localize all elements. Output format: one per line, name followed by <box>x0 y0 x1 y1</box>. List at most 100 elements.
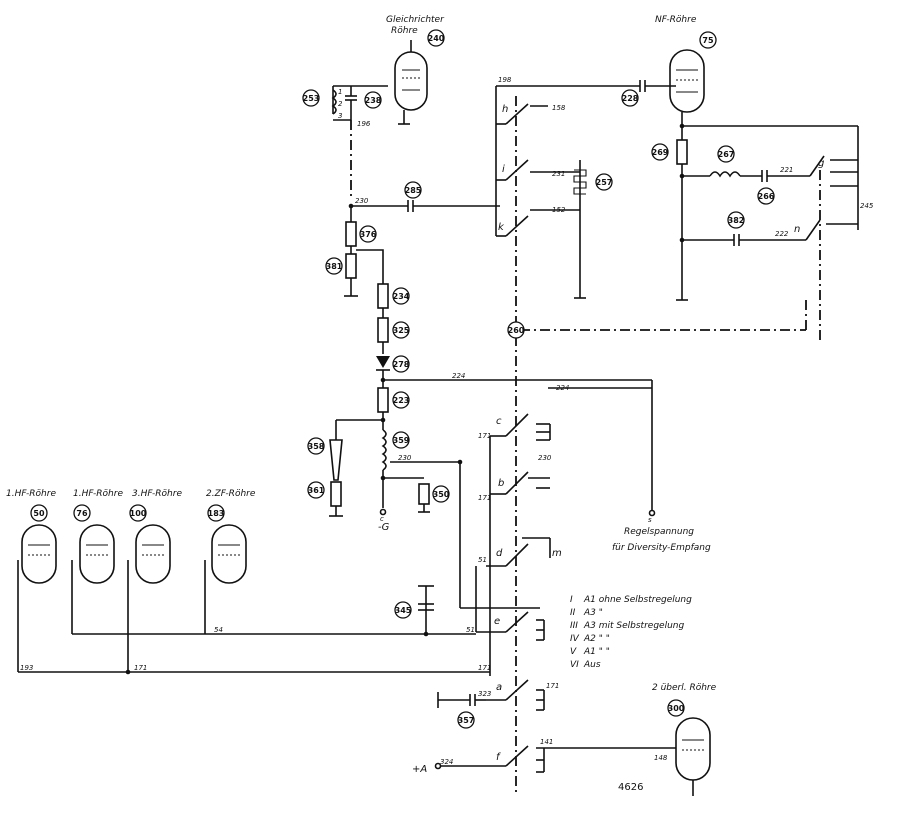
svg-text:d: d <box>496 548 503 559</box>
rf3-tube <box>135 524 171 584</box>
svg-text:196: 196 <box>357 120 371 128</box>
svg-text:152: 152 <box>552 206 566 214</box>
svg-text:224: 224 <box>556 384 569 392</box>
svg-text:323: 323 <box>478 690 491 698</box>
svg-text:141: 141 <box>540 738 553 746</box>
if2-tube-ref: 183 <box>208 509 225 518</box>
rectifier-ref: 240 <box>428 34 445 43</box>
svg-text:285: 285 <box>405 186 422 195</box>
svg-text:223: 223 <box>393 396 410 405</box>
rectifier-label-2: Röhre <box>391 26 418 36</box>
legend-num: IV <box>570 634 580 644</box>
wire-numbers: 198 158 196 230 152 231 221 222 245 224 … <box>20 76 874 766</box>
svg-text:358: 358 <box>308 442 325 451</box>
rf1-tube-ref: 50 <box>33 509 45 518</box>
svg-text:g: g <box>818 158 824 169</box>
svg-text:171: 171 <box>478 494 491 502</box>
svg-text:345: 345 <box>395 606 412 615</box>
af-tube-ref: 75 <box>702 36 714 45</box>
svg-text:n: n <box>794 224 800 235</box>
svg-text:171: 171 <box>134 664 147 672</box>
svg-text:357: 357 <box>458 716 475 725</box>
svg-text:245: 245 <box>860 202 874 210</box>
legend-num: I <box>570 595 573 605</box>
legend-num: II <box>570 608 576 618</box>
svg-text:148: 148 <box>654 754 668 762</box>
svg-text:269: 269 <box>652 148 669 157</box>
rf1b-tube <box>79 524 115 584</box>
svg-text:198: 198 <box>498 76 512 84</box>
svg-text:257: 257 <box>596 178 613 187</box>
component-ref: 253 238 285 376 381 234 325 278 223 358 … <box>302 89 775 729</box>
ref-circle <box>699 31 717 49</box>
svg-text:382: 382 <box>728 216 745 225</box>
rf3-tube-label: 3.HF-Röhre <box>132 489 182 499</box>
svg-text:b: b <box>498 478 504 489</box>
svg-text:222: 222 <box>775 230 789 238</box>
legend-num: III <box>570 621 578 631</box>
switch-letters: h i k g n c b d m e a f <box>494 104 824 763</box>
ref-circle <box>73 504 91 522</box>
svg-text:171: 171 <box>478 432 491 440</box>
svg-text:k: k <box>498 222 505 233</box>
agc-note-2: für Diversity-Empfang <box>612 543 711 553</box>
ref-circle <box>427 29 445 47</box>
figure-number: 4626 <box>618 782 643 793</box>
svg-text:171: 171 <box>546 682 559 690</box>
svg-text:m: m <box>552 548 562 559</box>
rf1b-tube-ref: 76 <box>76 509 88 518</box>
ref-circle <box>129 504 147 522</box>
svg-text:230: 230 <box>398 454 412 462</box>
svg-text:193: 193 <box>20 664 33 672</box>
svg-text:h: h <box>502 104 508 115</box>
legend-text: A1 " " <box>583 647 610 657</box>
upper-switch-gang <box>495 86 587 299</box>
legend-text: Aus <box>583 660 601 670</box>
svg-text:158: 158 <box>552 104 566 112</box>
svg-text:228: 228 <box>622 94 639 103</box>
af-circuit <box>496 80 859 340</box>
svg-text:f: f <box>496 752 501 763</box>
svg-text:171: 171 <box>478 664 491 672</box>
overlay-tube-ref: 300 <box>668 704 685 713</box>
ref-circle <box>207 504 225 522</box>
svg-text:359: 359 <box>393 436 410 445</box>
rf1-tube-label: 1.HF-Röhre <box>6 489 56 499</box>
rectifier-tube <box>394 40 428 125</box>
rf1-tube <box>21 524 57 584</box>
svg-text:2: 2 <box>338 100 343 108</box>
svg-text:3: 3 <box>338 112 342 120</box>
minus-g-terminal: -G <box>378 522 390 533</box>
svg-text:253: 253 <box>303 94 320 103</box>
svg-text:51: 51 <box>478 556 487 564</box>
af-tube-label: NF-Röhre <box>655 15 697 25</box>
svg-text:260: 260 <box>508 326 525 335</box>
legend-text: A2 " " <box>583 634 610 644</box>
rectifier-label-1: Gleichrichter <box>386 15 445 25</box>
if2-tube <box>211 524 247 584</box>
svg-text:266: 266 <box>758 192 775 201</box>
af-tube <box>669 49 705 113</box>
minus-g-top: c <box>380 515 384 523</box>
rf1b-tube-label: 1.HF-Röhre <box>73 489 123 499</box>
svg-text:238: 238 <box>365 96 382 105</box>
svg-text:54: 54 <box>214 626 223 634</box>
svg-text:381: 381 <box>326 262 343 271</box>
svg-text:361: 361 <box>308 486 325 495</box>
svg-text:51: 51 <box>466 626 475 634</box>
svg-text:278: 278 <box>393 360 410 369</box>
svg-text:324: 324 <box>440 758 453 766</box>
svg-text:267: 267 <box>718 150 735 159</box>
legend-num: VI <box>570 660 579 670</box>
svg-text:231: 231 <box>552 170 565 178</box>
agc-note-1: Regelspannung <box>624 527 694 537</box>
svg-text:224: 224 <box>452 372 465 380</box>
svg-text:i: i <box>502 164 505 175</box>
svg-text:230: 230 <box>538 454 552 462</box>
svg-text:e: e <box>494 616 500 627</box>
overlay-tube-label: 2 überl. Röhre <box>652 683 717 693</box>
svg-text:1: 1 <box>338 88 342 96</box>
legend-text: A3 " <box>583 608 603 618</box>
middle-switch-gang <box>434 380 676 773</box>
